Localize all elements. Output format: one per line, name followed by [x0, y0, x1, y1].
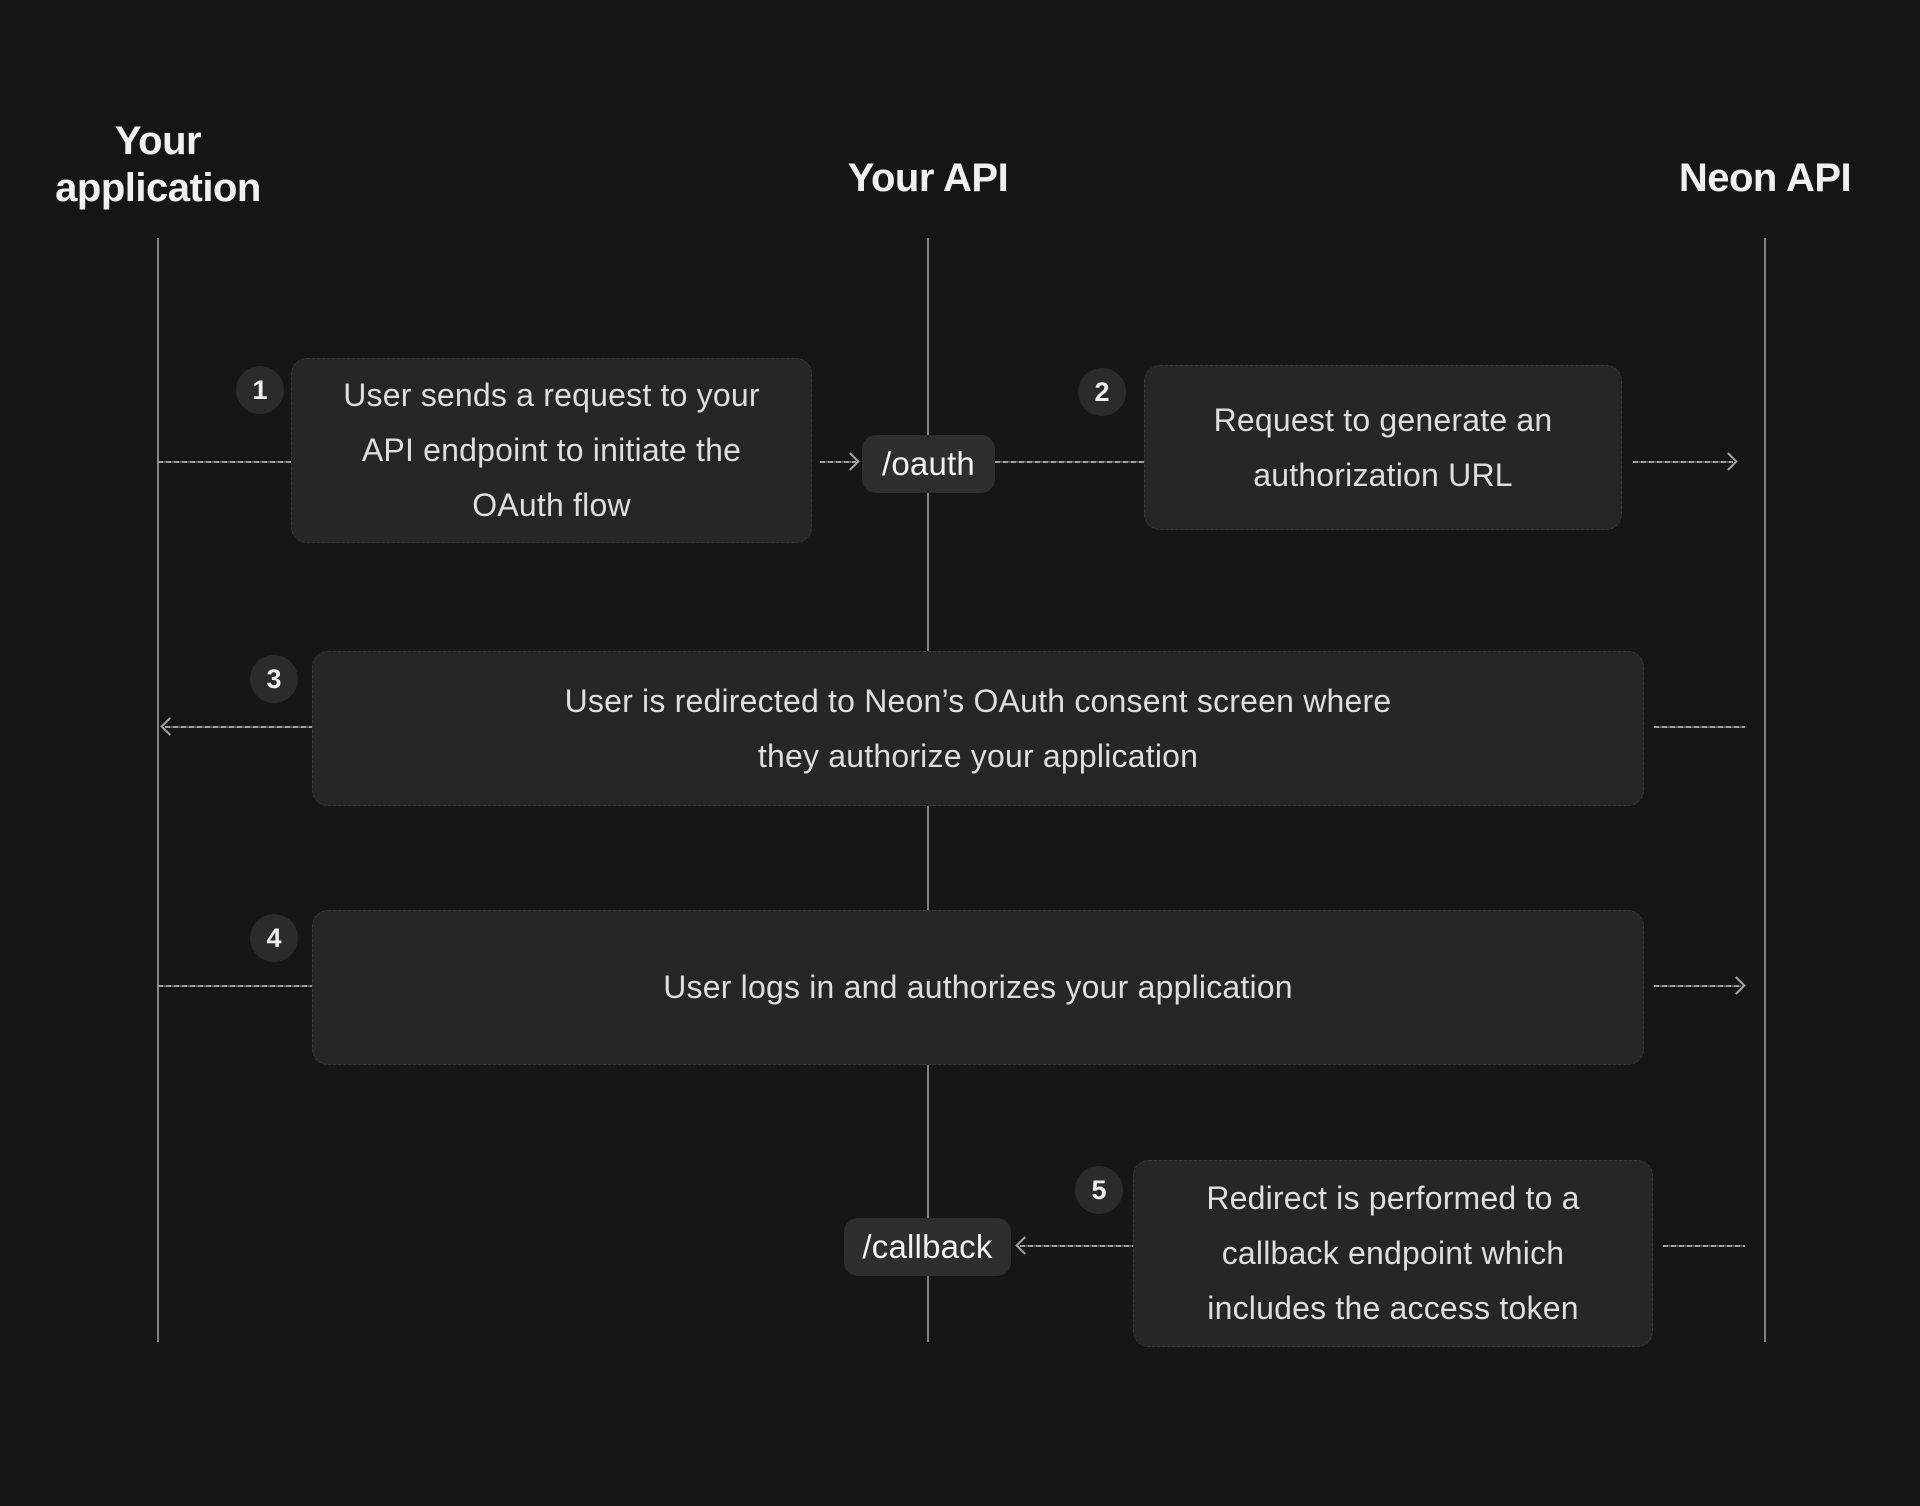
step-box-1: User sends a request to your API endpoin… [291, 358, 812, 543]
message-line-2-arrow [1633, 461, 1733, 463]
endpoint-pill-callback: /callback [844, 1218, 1011, 1276]
lifeline-your-application [157, 238, 159, 1342]
endpoint-pill-oauth: /oauth [862, 435, 995, 493]
message-line-5-arrow [1020, 1245, 1133, 1247]
lifeline-neon-api [1764, 238, 1766, 1342]
message-line-3-right [1654, 726, 1745, 728]
step-box-3: User is redirected to Neon’s OAuth conse… [312, 651, 1644, 806]
step-badge-5: 5 [1075, 1166, 1123, 1214]
step-badge-2: 2 [1078, 368, 1126, 416]
participant-title-your-application: Your application [55, 119, 261, 210]
arrowhead-right-icon [1719, 452, 1738, 471]
arrowhead-right-icon [841, 452, 860, 471]
message-line-1-arrow [820, 461, 856, 463]
step-badge-3: 3 [250, 655, 298, 703]
step-badge-1: 1 [236, 366, 284, 414]
step-box-4: User logs in and authorizes your applica… [312, 910, 1644, 1065]
message-line-1-left [158, 461, 291, 463]
participant-title-neon-api: Neon API [1678, 156, 1852, 200]
step-box-2: Request to generate an authorization URL [1144, 365, 1622, 530]
message-line-4-arrow [1654, 985, 1741, 987]
message-line-5-right [1663, 1245, 1745, 1247]
message-line-3-left [165, 726, 312, 728]
arrowhead-right-icon [1727, 976, 1746, 995]
step-box-5: Redirect is performed to a callback endp… [1133, 1160, 1653, 1347]
participant-title-your-api: Your API [847, 156, 1009, 200]
step-badge-4: 4 [250, 914, 298, 962]
message-line-2-left [995, 461, 1144, 463]
message-line-4-left [158, 985, 312, 987]
